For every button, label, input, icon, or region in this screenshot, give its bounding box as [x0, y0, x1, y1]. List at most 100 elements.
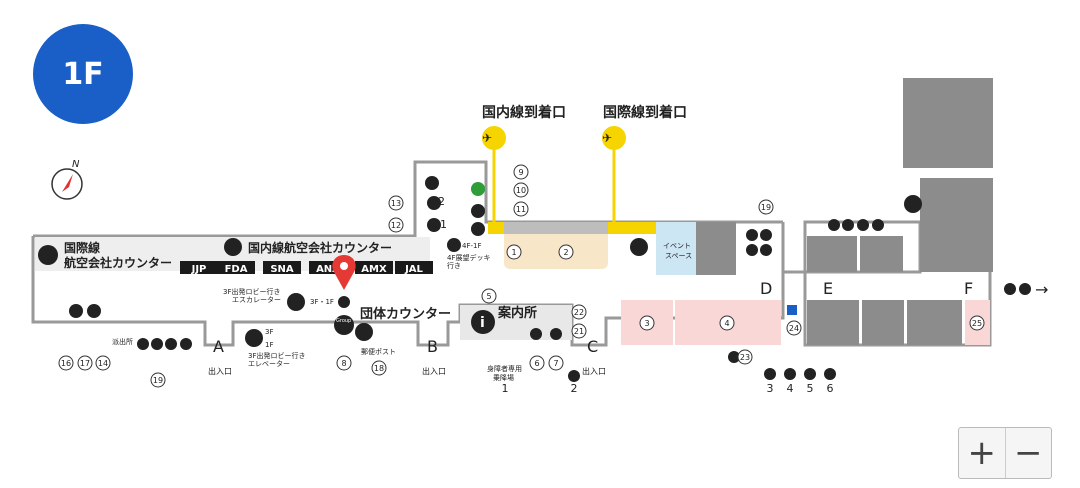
taxi-icon [427, 196, 441, 210]
bus-stop-6[interactable]: 6 [824, 368, 836, 395]
marker-25[interactable]: 25 [969, 315, 985, 331]
airline-tag-jal[interactable]: JAL [395, 261, 433, 275]
zoom-control: + − [958, 427, 1052, 479]
zoom-in-button[interactable]: + [967, 433, 997, 473]
floor-badge: 1F [33, 24, 133, 124]
bus-stop-label: 6 [827, 382, 834, 395]
entrance-c: C [587, 337, 598, 356]
elevator-1f: 1F [265, 341, 273, 349]
bus-stop-1[interactable]: 1 [502, 382, 509, 395]
deck-label-2: 行き [447, 261, 461, 270]
marker-8[interactable]: 8 [336, 355, 352, 371]
elevator-3f: 3F [265, 328, 273, 336]
airline-tag-jjp[interactable]: JJP [180, 261, 218, 275]
bus-stop-label: 3 [767, 382, 774, 395]
toilet-icon [137, 338, 149, 350]
locker-icon [338, 296, 350, 308]
marker-label: 5 [486, 292, 491, 301]
entrance-b: B [427, 337, 438, 356]
marker-4[interactable]: 4 [719, 315, 735, 331]
airline-tag-amx[interactable]: AMX [355, 261, 393, 275]
phone-icon [427, 218, 441, 232]
marker-7[interactable]: 7 [548, 355, 564, 371]
domestic-counter-label: 国内線航空会社カウンター [248, 240, 392, 255]
marker-24[interactable]: 24 [786, 320, 802, 336]
bus-stop-5[interactable]: 5 [804, 368, 816, 395]
aed-icon [630, 238, 648, 256]
marker-13[interactable]: 13 [388, 195, 404, 211]
marker-label: 16 [61, 359, 71, 368]
marker-label: 22 [574, 308, 584, 317]
marker-label: 25 [972, 319, 982, 328]
elevator-icon [447, 238, 461, 252]
marker-19[interactable]: 19 [150, 372, 166, 388]
escalator-label-1: 3F出発ロビー行き [223, 287, 280, 296]
marker-label: 1 [511, 248, 516, 257]
intl-counter[interactable]: 国際線 航空会社カウンター [38, 240, 172, 270]
marker-label: 12 [391, 221, 401, 230]
dispatch-label: 派出所 [112, 337, 133, 346]
bus-stop-4[interactable]: 4 [784, 368, 796, 395]
marker-label: 18 [374, 364, 384, 373]
right-building-blocks [696, 78, 993, 345]
moon-icon [87, 304, 101, 318]
marker-12[interactable]: 12 [388, 217, 404, 233]
group-counter[interactable]: 団体カウンター Group [334, 306, 451, 335]
marker-label: 10 [516, 186, 526, 195]
marker-9[interactable]: 9 [513, 164, 529, 180]
airline-label: FDA [225, 264, 248, 275]
marker-23[interactable]: 23 [737, 349, 753, 365]
entrance-labels: A B C D E F [213, 279, 973, 356]
aed-icon [355, 323, 373, 341]
marker-17[interactable]: 17 [77, 355, 93, 371]
marker-10[interactable]: 10 [513, 182, 529, 198]
marker-label: 3 [644, 319, 649, 328]
escalator-floors: 3F・1F [310, 298, 334, 306]
baby-icon [760, 229, 772, 241]
airline-tag-sna[interactable]: SNA [263, 261, 301, 275]
bus-direction-arrow-icon: → [1004, 280, 1048, 299]
domestic-counter[interactable]: 国内線航空会社カウンター [224, 238, 392, 256]
compass-north-label: N [72, 159, 80, 170]
bus-stop-label: 5 [807, 382, 814, 395]
group-counter-label: 団体カウンター [360, 306, 451, 322]
entrance-e: E [823, 279, 833, 298]
marker-19[interactable]: 19 [758, 199, 774, 215]
rental-car-icon [728, 351, 740, 363]
marker-1[interactable]: 1 [506, 244, 522, 260]
shop-icon [69, 304, 83, 318]
marker-16[interactable]: 16 [58, 355, 74, 371]
info-desk[interactable]: i 案内所 [471, 305, 537, 334]
marker-6[interactable]: 6 [529, 355, 545, 371]
marker-2[interactable]: 2 [558, 244, 574, 260]
entrance-d: D [760, 279, 772, 298]
location-pin-icon[interactable] [332, 255, 356, 290]
first-aid-icon [471, 182, 485, 196]
marker-22[interactable]: 22 [571, 304, 587, 320]
marker-11[interactable]: 11 [513, 201, 529, 217]
taxi-icon [530, 328, 542, 340]
event-label-2: スペース [665, 252, 692, 260]
marker-label: 24 [789, 324, 799, 333]
intl-counter-line1: 国際線 [64, 240, 100, 255]
marker-18[interactable]: 18 [371, 360, 387, 376]
airline-tag-fda[interactable]: FDA [217, 261, 255, 275]
marker-21[interactable]: 21 [571, 323, 587, 339]
event-space [656, 222, 696, 275]
zoom-out-button[interactable]: − [1004, 428, 1052, 478]
lounge-icon [471, 222, 485, 236]
marker-14[interactable]: 14 [95, 355, 111, 371]
marker-label: 19 [153, 376, 163, 385]
airline-label: ANA [316, 264, 340, 275]
marker-3[interactable]: 3 [639, 315, 655, 331]
airline-label: AMX [361, 264, 387, 275]
toilet-count-1: 1 [440, 218, 447, 231]
domestic-arrival-marker[interactable]: ✈ 国内線到着口 [482, 104, 566, 234]
toilet-icon [425, 176, 439, 190]
toilet-count-2: 2 [438, 195, 445, 208]
bus-stop-3[interactable]: 3 [764, 368, 776, 395]
international-arrival-marker[interactable]: ✈ 国際線到着口 [602, 104, 687, 234]
bus-stop-2[interactable]: 2 [571, 382, 578, 395]
marker-5[interactable]: 5 [481, 288, 497, 304]
